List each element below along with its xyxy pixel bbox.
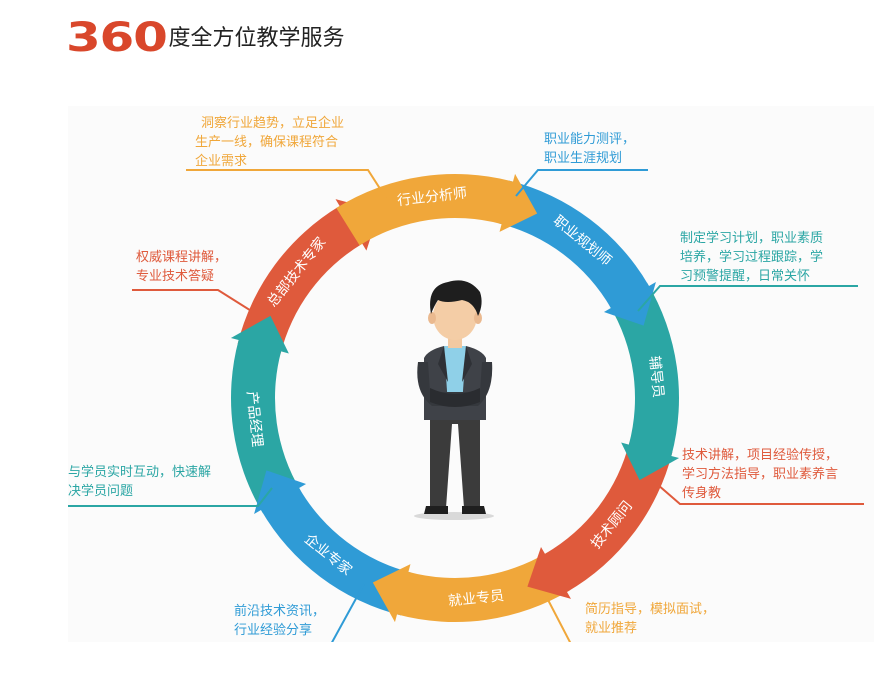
annotation-text: 行业经验分享 — [234, 623, 313, 638]
annotation-text: 决学员问题 — [68, 484, 134, 499]
segment-enterprise — [254, 470, 412, 616]
leader-line-tutor — [637, 285, 858, 312]
logo-360: 360 — [66, 15, 168, 61]
segment-employment — [372, 552, 571, 623]
annotation-text: 洞察行业趋势，立足企业 — [201, 116, 345, 131]
leader-line-analyst — [186, 169, 387, 199]
annotation-enterprise: 前沿技术资讯， 行业经验分享 — [234, 602, 325, 640]
annotation-product: 与学员实时互动，快速解 决学员问题 — [68, 463, 211, 501]
annotation-text: 前沿技术资讯， — [234, 604, 326, 619]
annotation-tutor: 制定学习计划，职业素质 培养，学习过程跟踪，学 习预警提醒，日常关怀 — [680, 229, 823, 286]
segment-label-employment: 就业专员 — [447, 588, 504, 610]
leader-line-employment — [545, 595, 572, 642]
leader-line-hq — [132, 289, 257, 315]
leader-line-career — [515, 169, 648, 197]
header: 360 度全方位教学服务 — [66, 14, 345, 58]
annotation-text: 技术讲解，项目经验传授， — [682, 448, 839, 463]
annotation-career: 职业能力测评， 职业生涯规划 — [544, 130, 635, 168]
annotation-text: 职业能力测评， — [544, 132, 636, 147]
annotation-text: 企业需求 — [195, 154, 248, 169]
annotation-text: 职业生涯规划 — [544, 151, 623, 166]
segment-label-product: 产品经理 — [243, 390, 265, 447]
leader-line-consultant — [649, 477, 864, 505]
annotation-text: 生产一线，确保课程符合 — [195, 135, 339, 150]
leader-line-enterprise — [331, 583, 365, 642]
annotation-leaders — [68, 169, 864, 642]
segment-product — [230, 315, 301, 514]
annotation-text: 培养，学习过程跟踪，学 — [680, 250, 824, 265]
segment-analyst — [336, 173, 538, 246]
segment-label-tutor: 辅导员 — [646, 355, 666, 398]
annotation-text: 权威课程讲解， — [136, 250, 228, 265]
segment-hq — [237, 199, 380, 355]
segment-label-analyst: 行业分析师 — [396, 185, 467, 209]
annotation-hq: 权威课程讲解， 专业技术答疑 — [136, 248, 227, 286]
segment-tutor — [609, 282, 680, 481]
annotation-text: 就业推荐 — [585, 621, 638, 636]
segment-career — [498, 180, 656, 326]
person-figure — [414, 280, 494, 520]
leader-line-product — [68, 487, 273, 507]
segment-consultant — [527, 441, 673, 599]
annotation-text: 习预警提醒，日常关怀 — [680, 269, 811, 284]
annotation-text: 学习方法指导，职业素养言 — [682, 467, 839, 482]
page-title: 度全方位教学服务 — [168, 26, 345, 51]
cycle-ring — [230, 173, 680, 623]
annotation-text: 专业技术答疑 — [136, 269, 215, 284]
annotation-text: 与学员实时互动，快速解 — [68, 465, 212, 480]
annotation-text: 传身教 — [682, 486, 722, 501]
annotation-analyst: 洞察行业趋势，立足企业 生产一线，确保课程符合 企业需求 — [195, 114, 344, 171]
annotation-consultant: 技术讲解，项目经验传授， 学习方法指导，职业素养言 传身教 — [682, 446, 838, 503]
diagram-panel: 行业分析师职业规划师辅导员技术顾问就业专员企业专家产品经理总部技术专家 洞察行业… — [68, 106, 874, 642]
annotation-text: 制定学习计划，职业素质 — [680, 231, 824, 246]
annotation-employment: 简历指导，模拟面试， 就业推荐 — [585, 600, 715, 638]
annotation-text: 简历指导，模拟面试， — [585, 602, 716, 617]
